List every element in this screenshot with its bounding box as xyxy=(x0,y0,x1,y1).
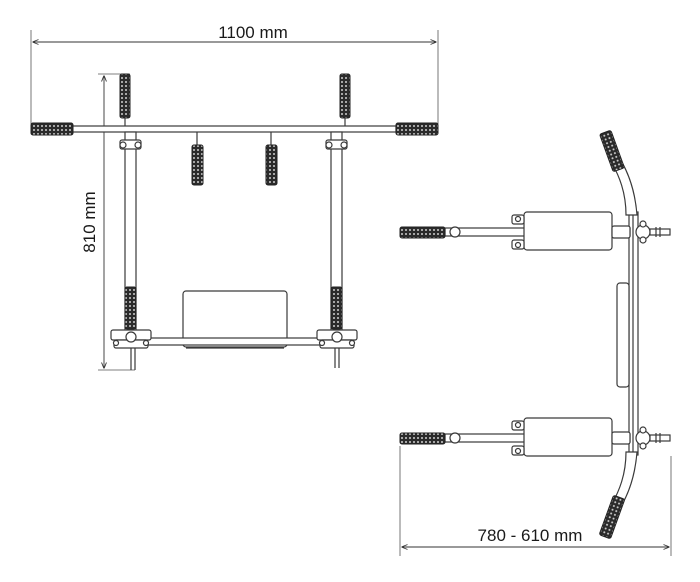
left-hanging-grip xyxy=(191,144,204,186)
upper-arm-pad xyxy=(523,211,613,251)
depth-dimension: 780 - 610 mm xyxy=(399,446,672,556)
back-pad xyxy=(182,290,288,348)
width-dimension: 1100 mm xyxy=(30,23,439,124)
upper-curved-grip xyxy=(599,130,625,172)
upper-dip-arm xyxy=(399,211,671,251)
lower-crossbar xyxy=(133,337,335,346)
left-outer-grip xyxy=(30,122,74,136)
right-upper-bracket xyxy=(325,139,348,150)
lower-arm-pad xyxy=(523,417,613,457)
right-hanging-grip xyxy=(265,144,278,186)
right-lower-bracket xyxy=(316,329,358,349)
left-lower-bracket xyxy=(110,329,152,349)
upper-dip-grip xyxy=(399,226,446,239)
right-upper-grip xyxy=(339,73,351,119)
depth-label: 780 - 610 mm xyxy=(478,526,583,545)
side-view: 780 - 610 mm xyxy=(399,130,672,556)
left-upper-bracket xyxy=(119,139,142,150)
front-view: 1100 mm 810 mm xyxy=(30,23,439,371)
frame-side-pad xyxy=(616,282,630,388)
lower-dip-arm xyxy=(399,417,671,457)
top-pullup-bar xyxy=(71,125,397,133)
height-label: 810 mm xyxy=(80,191,99,252)
right-outer-grip xyxy=(395,122,439,136)
width-label: 1100 mm xyxy=(218,23,288,42)
lower-dip-grip xyxy=(399,432,446,445)
right-lower-grip xyxy=(330,286,343,330)
lower-curved-grip xyxy=(599,495,625,539)
height-dimension: 810 mm xyxy=(80,73,135,371)
left-lower-grip xyxy=(124,286,137,330)
left-upper-grip xyxy=(119,73,131,119)
